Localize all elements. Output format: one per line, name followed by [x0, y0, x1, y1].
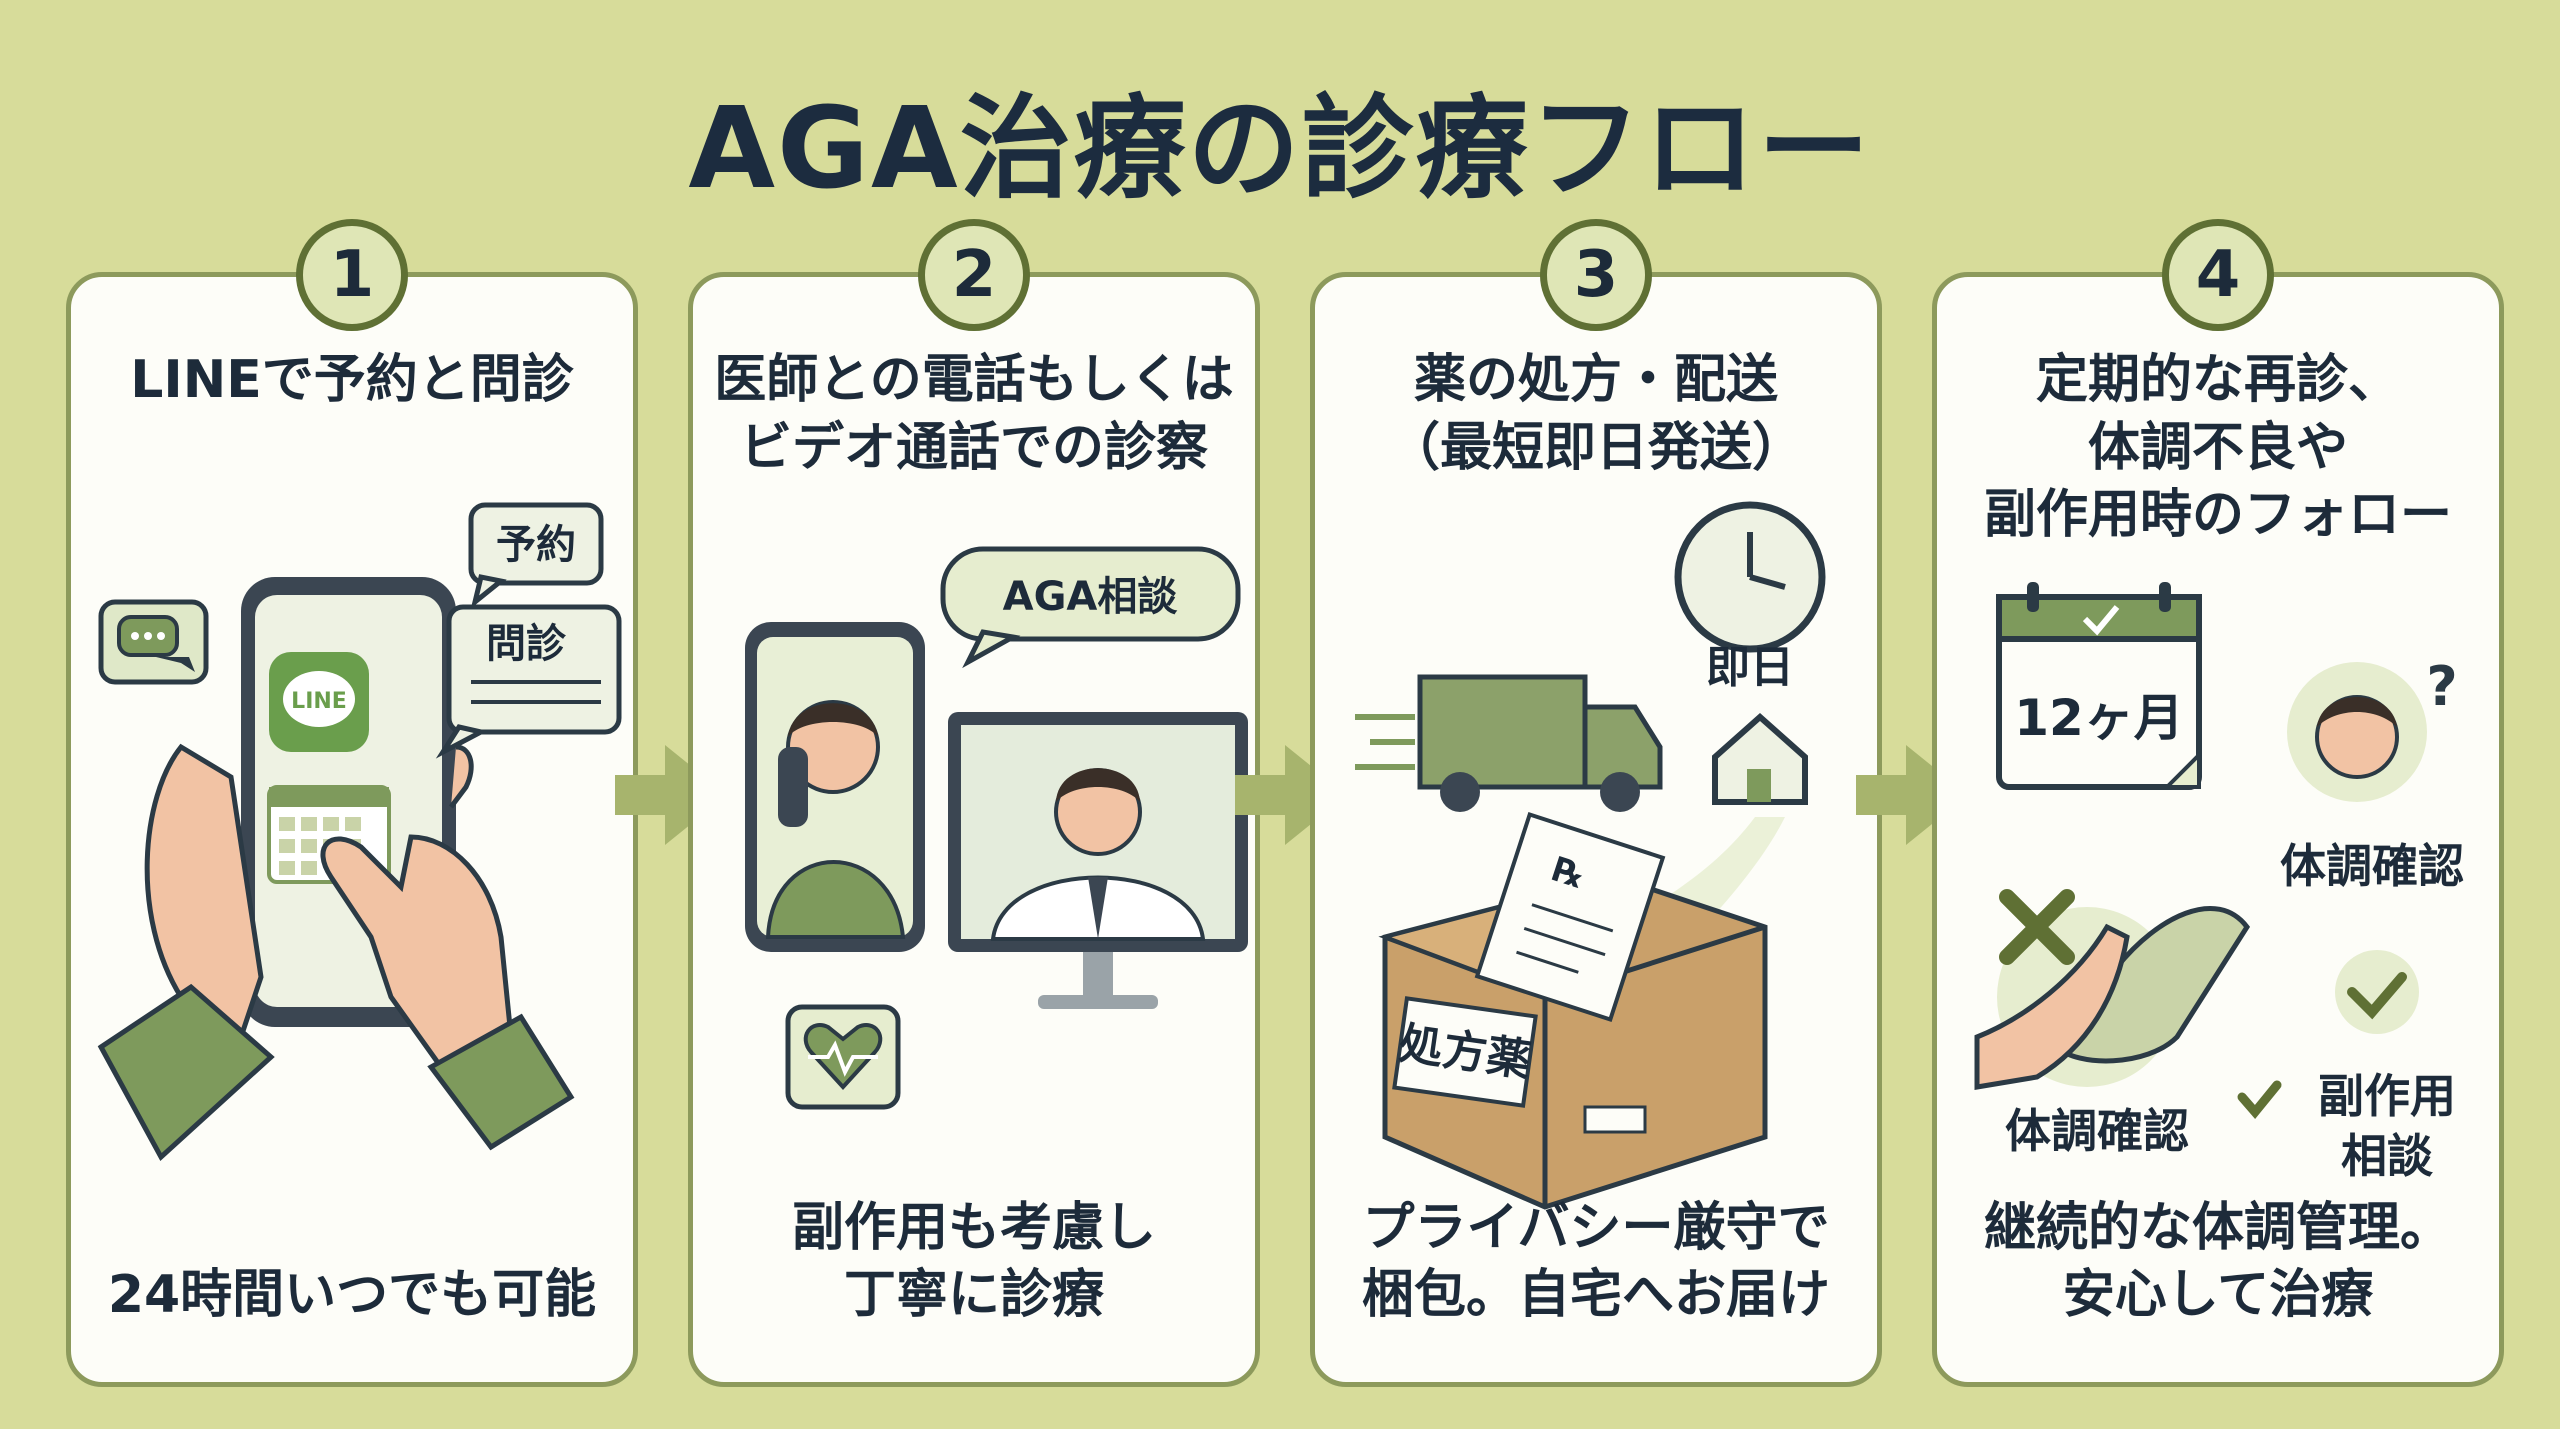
step-card-4: 4 定期的な再診、 体調不良や 副作用時のフォロー 12ヶ月 ? 体調確認 [1932, 219, 2504, 1387]
chat-bubble-icon [98, 599, 209, 685]
step-heading-line: （最短即日発送） [1387, 417, 1804, 478]
step-caption: プライバシー厳守で 梱包。自宅へお届け [1335, 1195, 1857, 1330]
check-icon [2335, 950, 2419, 1034]
consult-bubble-label: AGA相談 [1003, 574, 1178, 620]
step-heading: 定期的な再診、 体調不良や 副作用時のフォロー [1957, 347, 2479, 550]
follow-up-illustration: 12ヶ月 ? 体調確認 体調確認 副作用 相談 [1974, 582, 2464, 1183]
check-small-icon [2237, 1080, 2282, 1119]
heart-monitor-icon [785, 1004, 901, 1110]
line-reservation-illustration: LINE 予約 問診 [97, 502, 622, 1161]
calendar-label: 12ヶ月 [2014, 689, 2184, 747]
same-day-label: 即日 [1706, 642, 1794, 693]
step-heading-line: 薬の処方・配送 [1413, 350, 1778, 410]
step-card-2: 2 医師との電話もしくは ビデオ通話での診察 AGA相談 [688, 219, 1260, 1387]
step-heading: LINEで予約と問診 [91, 347, 613, 415]
page-title: AGA治療の診療フロー [688, 84, 1872, 214]
reservation-label: 予約 [496, 522, 576, 568]
flow-arrow-icon [1235, 745, 1347, 845]
telemedicine-illustration: AGA相談 [745, 546, 1248, 1110]
step-caption-line: 梱包。自宅へお届け [1361, 1265, 1830, 1326]
step-heading: 医師との電話もしくは ビデオ通話での診察 [713, 347, 1235, 482]
step-number-badge: 3 [1540, 219, 1652, 331]
step-caption: 24時間いつでも可能 [91, 1262, 613, 1330]
truck-icon [1355, 674, 1663, 812]
step-caption-line: 丁寧に診療 [843, 1265, 1104, 1326]
step-card-1: 1 LINEで予約と問診 LINE [66, 219, 638, 1387]
step-heading-line: 体調不良や [2087, 417, 2348, 478]
line-app-label: LINE [291, 689, 347, 714]
worried-face-icon: ? [2287, 655, 2458, 802]
flow-arrow-icon [615, 745, 727, 845]
patient-phone-icon [745, 622, 925, 952]
delivery-illustration: 即日 処方薬 ℞ [1355, 501, 1826, 1210]
step-caption-line: 継続的な体調管理。 [1983, 1197, 2452, 1258]
flow-arrow-icon [1856, 745, 1968, 845]
step-caption-line: プライバシー厳守で [1362, 1197, 1830, 1258]
interview-bubble: 問診 [435, 604, 622, 759]
prescription-icon: ℞ [1474, 812, 1666, 1022]
step-caption-line: 安心して治療 [2062, 1265, 2374, 1326]
step-number-badge: 4 [2162, 219, 2274, 331]
step-heading-line: LINEで予約と問診 [130, 350, 574, 410]
step-number-badge: 1 [296, 219, 408, 331]
step-number-badge: 2 [918, 219, 1030, 331]
step-card-3: 3 薬の処方・配送 （最短即日発送） 即日 [1310, 219, 1882, 1387]
step-heading-line: ビデオ通話での診察 [739, 417, 1208, 478]
step-heading-line: 定期的な再診、 [2035, 350, 2400, 410]
calendar-icon: 12ヶ月 [1996, 582, 2202, 790]
step-caption-line: 24時間いつでも可能 [107, 1265, 597, 1326]
step-heading-line: 医師との電話もしくは [714, 350, 1234, 410]
reservation-bubble: 予約 [468, 502, 604, 609]
check-label-top: 体調確認 [2280, 839, 2464, 893]
step-heading-line: 副作用時のフォロー [1983, 485, 2452, 546]
question-mark-icon: ? [2426, 655, 2457, 718]
check-label-bottom: 体調確認 [2005, 1104, 2189, 1158]
side-effect-label: 相談 [2341, 1129, 2433, 1183]
doctor-monitor-icon [948, 712, 1248, 1009]
side-effect-label: 副作用 [2318, 1069, 2456, 1123]
step-caption: 副作用も考慮し 丁寧に診療 [713, 1195, 1235, 1330]
interview-label: 問診 [486, 621, 567, 667]
clock-icon: 即日 [1674, 501, 1826, 693]
house-icon [1712, 712, 1808, 805]
step-heading: 薬の処方・配送 （最短即日発送） [1335, 347, 1857, 482]
consult-bubble: AGA相談 [940, 546, 1241, 669]
hand-icon [97, 743, 575, 1161]
step-caption-line: 副作用も考慮し [791, 1197, 1156, 1258]
stop-medication-icon [1974, 889, 2251, 1090]
step-caption: 継続的な体調管理。 安心して治療 [1957, 1195, 2479, 1330]
